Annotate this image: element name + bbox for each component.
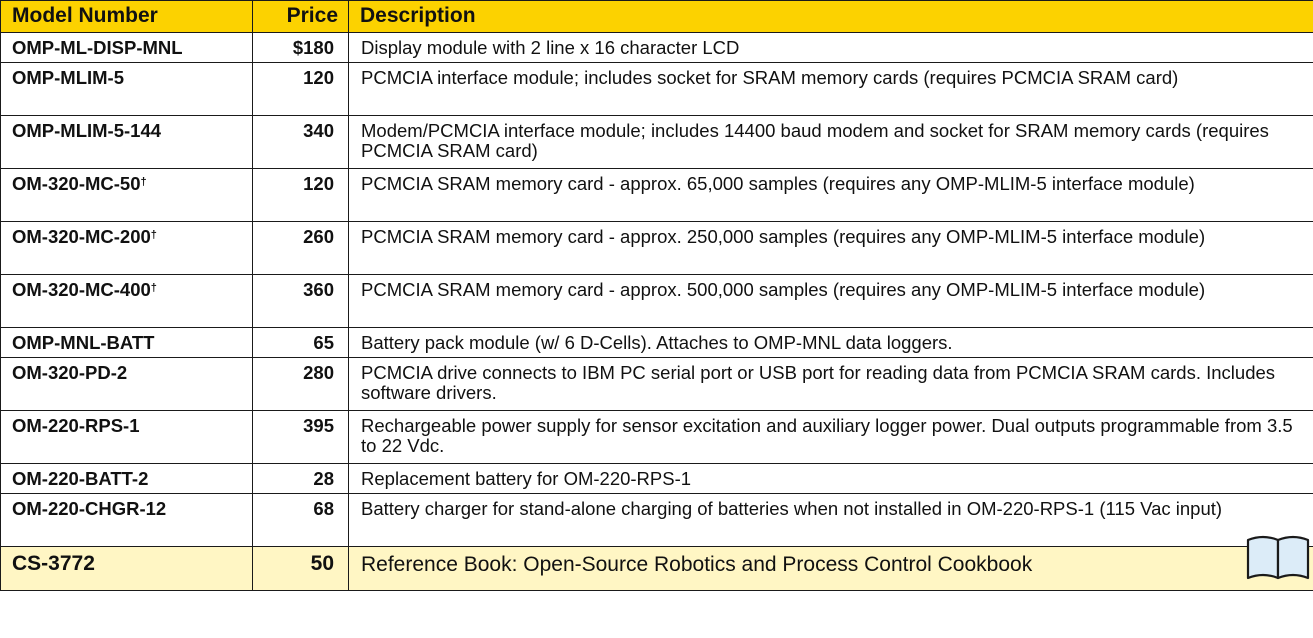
description-cell: Replacement battery for OM-220-RPS-1	[348, 463, 1313, 494]
table-row: OM-320-PD-2 280 PCMCIA drive connects to…	[0, 357, 1313, 411]
model-number-cell: OM-220-RPS-1	[0, 410, 253, 464]
description-cell: Display module with 2 line x 16 characte…	[348, 32, 1313, 63]
header-price: Price	[252, 0, 349, 33]
table-row: OMP-MNL-BATT 65 Battery pack module (w/ …	[0, 327, 1313, 358]
header-description: Description	[348, 0, 1313, 33]
header-model-number: Model Number	[0, 0, 253, 33]
price-cell: $180	[252, 32, 349, 63]
table-row: OM-220-RPS-1 395 Rechargeable power supp…	[0, 410, 1313, 464]
table-header-row: Model Number Price Description	[0, 0, 1313, 33]
model-number-cell: OM-220-CHGR-12	[0, 493, 253, 547]
model-number-cell: OMP-ML-DISP-MNL	[0, 32, 253, 63]
open-book-icon	[1246, 535, 1310, 580]
table-row: OM-320-MC-50† 120 PCMCIA SRAM memory car…	[0, 168, 1313, 222]
table-row-highlighted: CS-3772 50 Reference Book: Open-Source R…	[0, 535, 1313, 591]
model-number: OMP-MLIM-5-144	[12, 120, 162, 141]
price-cell: 360	[252, 274, 349, 328]
model-number-cell: OMP-MLIM-5-144	[0, 115, 253, 169]
model-number: OMP-ML-DISP-MNL	[12, 37, 183, 58]
model-number-cell: OM-320-MC-400†	[0, 274, 253, 328]
model-number: OMP-MLIM-5	[12, 67, 125, 88]
price-cell: 395	[252, 410, 349, 464]
description-cell: PCMCIA drive connects to IBM PC serial p…	[348, 357, 1313, 411]
description-text: Reference Book: Open-Source Robotics and…	[361, 553, 1033, 576]
description-cell: Battery charger for stand-alone charging…	[348, 493, 1313, 547]
price-table: Model Number Price Description OMP-ML-DI…	[0, 0, 1313, 591]
model-number: OM-320-MC-50	[12, 173, 141, 194]
description-cell: Modem/PCMCIA interface module; includes …	[348, 115, 1313, 169]
model-number: CS-3772	[12, 552, 95, 575]
model-number-cell: OMP-MLIM-5	[0, 62, 253, 116]
footnote-mark: †	[150, 282, 157, 294]
model-number: OMP-MNL-BATT	[12, 332, 155, 353]
description-cell: PCMCIA interface module; includes socket…	[348, 62, 1313, 116]
model-number: OM-320-MC-200	[12, 226, 151, 247]
model-number: OM-320-MC-400	[12, 279, 151, 300]
table-row: OMP-MLIM-5 120 PCMCIA interface module; …	[0, 62, 1313, 116]
table-row: OM-220-BATT-2 28 Replacement battery for…	[0, 463, 1313, 494]
table-row: OM-220-CHGR-12 68 Battery charger for st…	[0, 493, 1313, 547]
description-cell: PCMCIA SRAM memory card - approx. 250,00…	[348, 221, 1313, 275]
price-cell: 120	[252, 62, 349, 116]
table-row: OM-320-MC-400† 360 PCMCIA SRAM memory ca…	[0, 274, 1313, 328]
price-cell: 28	[252, 463, 349, 494]
model-number: OM-220-BATT-2	[12, 468, 149, 489]
model-number: OM-220-RPS-1	[12, 415, 140, 436]
model-number-cell: OM-320-PD-2	[0, 357, 253, 411]
description-cell: Rechargeable power supply for sensor exc…	[348, 410, 1313, 464]
table-row: OM-320-MC-200† 260 PCMCIA SRAM memory ca…	[0, 221, 1313, 275]
description-cell: PCMCIA SRAM memory card - approx. 65,000…	[348, 168, 1313, 222]
price-cell: 50	[252, 546, 349, 591]
model-number-cell: OM-320-MC-50†	[0, 168, 253, 222]
footnote-mark: †	[150, 229, 157, 241]
model-number-cell: OMP-MNL-BATT	[0, 327, 253, 358]
price-cell: 340	[252, 115, 349, 169]
price-cell: 65	[252, 327, 349, 358]
table-row: OMP-ML-DISP-MNL $180 Display module with…	[0, 32, 1313, 63]
model-number: OM-220-CHGR-12	[12, 498, 167, 519]
description-cell: PCMCIA SRAM memory card - approx. 500,00…	[348, 274, 1313, 328]
price-cell: 260	[252, 221, 349, 275]
model-number: OM-320-PD-2	[12, 362, 128, 383]
price-cell: 280	[252, 357, 349, 411]
price-cell: 120	[252, 168, 349, 222]
price-cell: 68	[252, 493, 349, 547]
description-cell: Reference Book: Open-Source Robotics and…	[348, 535, 1313, 591]
description-cell: Battery pack module (w/ 6 D-Cells). Atta…	[348, 327, 1313, 358]
model-number-cell: OM-320-MC-200†	[0, 221, 253, 275]
footnote-mark: †	[140, 176, 147, 188]
model-number-cell: CS-3772	[0, 546, 253, 591]
model-number-cell: OM-220-BATT-2	[0, 463, 253, 494]
table-row: OMP-MLIM-5-144 340 Modem/PCMCIA interfac…	[0, 115, 1313, 169]
